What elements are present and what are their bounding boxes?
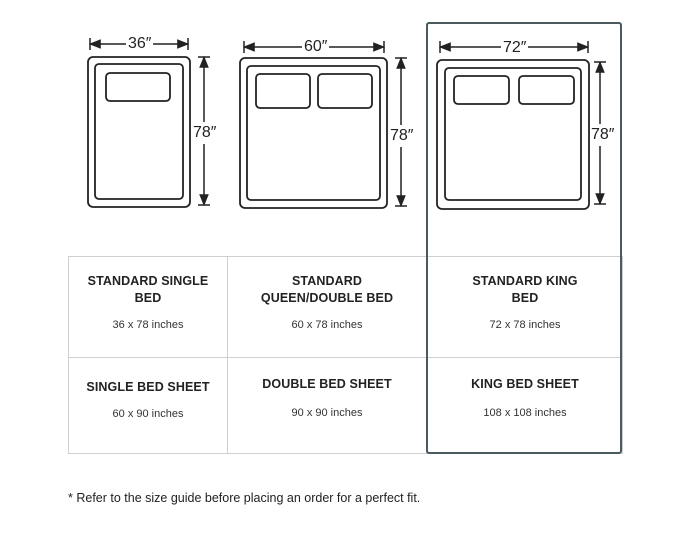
king-length-label: 78″ xyxy=(591,124,615,146)
cell-king-bed-sheet: KING BED SHEET 108 x 108 inches xyxy=(427,376,623,419)
single-bed-mattress xyxy=(94,63,184,200)
single-length-label: 78″ xyxy=(193,122,217,144)
cell-size: 36 x 78 inches xyxy=(112,319,184,331)
king-width-label: 72″ xyxy=(501,39,529,57)
cell-size: 72 x 78 inches xyxy=(489,319,561,331)
queen-bed-frame xyxy=(239,57,388,209)
cell-standard-single-bed: STANDARD SINGLE BED 36 x 78 inches xyxy=(69,273,227,331)
queen-bed-mattress xyxy=(246,65,381,201)
king-bed-frame xyxy=(436,59,590,210)
king-bed-mattress xyxy=(444,67,582,201)
king-pillow-left xyxy=(453,75,510,105)
cell-double-bed-sheet: DOUBLE BED SHEET 90 x 90 inches xyxy=(228,376,426,419)
size-table: STANDARD SINGLE BED 36 x 78 inches STAND… xyxy=(68,256,623,454)
queen-width-label: 60″ xyxy=(302,38,330,56)
cell-size: 90 x 90 inches xyxy=(291,407,363,419)
single-width-label: 36″ xyxy=(126,35,154,53)
cell-title: DOUBLE BED SHEET xyxy=(262,377,392,391)
cell-single-bed-sheet: SINGLE BED SHEET 60 x 90 inches xyxy=(69,379,227,420)
cell-size: 60 x 90 inches xyxy=(112,408,184,420)
queen-length-label: 78″ xyxy=(390,125,414,147)
cell-title: KING BED SHEET xyxy=(471,377,579,391)
cell-title: STANDARD SINGLE BED xyxy=(87,274,209,305)
cell-size: 60 x 78 inches xyxy=(291,319,363,331)
cell-title: STANDARD QUEEN/DOUBLE BED xyxy=(260,274,394,305)
single-bed-frame xyxy=(87,56,191,208)
king-pillow-right xyxy=(518,75,575,105)
cell-size: 108 x 108 inches xyxy=(483,407,567,419)
cell-title: STANDARD KING BED xyxy=(472,274,578,305)
single-bed-diagram xyxy=(87,38,210,208)
cell-standard-queen-bed: STANDARD QUEEN/DOUBLE BED 60 x 78 inches xyxy=(228,273,426,331)
queen-bed-diagram xyxy=(239,41,407,209)
cell-title: SINGLE BED SHEET xyxy=(86,380,210,394)
footnote: * Refer to the size guide before placing… xyxy=(68,491,421,505)
queen-pillow-right xyxy=(317,73,373,109)
queen-pillow-left xyxy=(255,73,311,109)
king-highlight-box xyxy=(426,22,622,454)
single-pillow xyxy=(105,72,171,102)
cell-standard-king-bed: STANDARD KING BED 72 x 78 inches xyxy=(427,273,623,331)
